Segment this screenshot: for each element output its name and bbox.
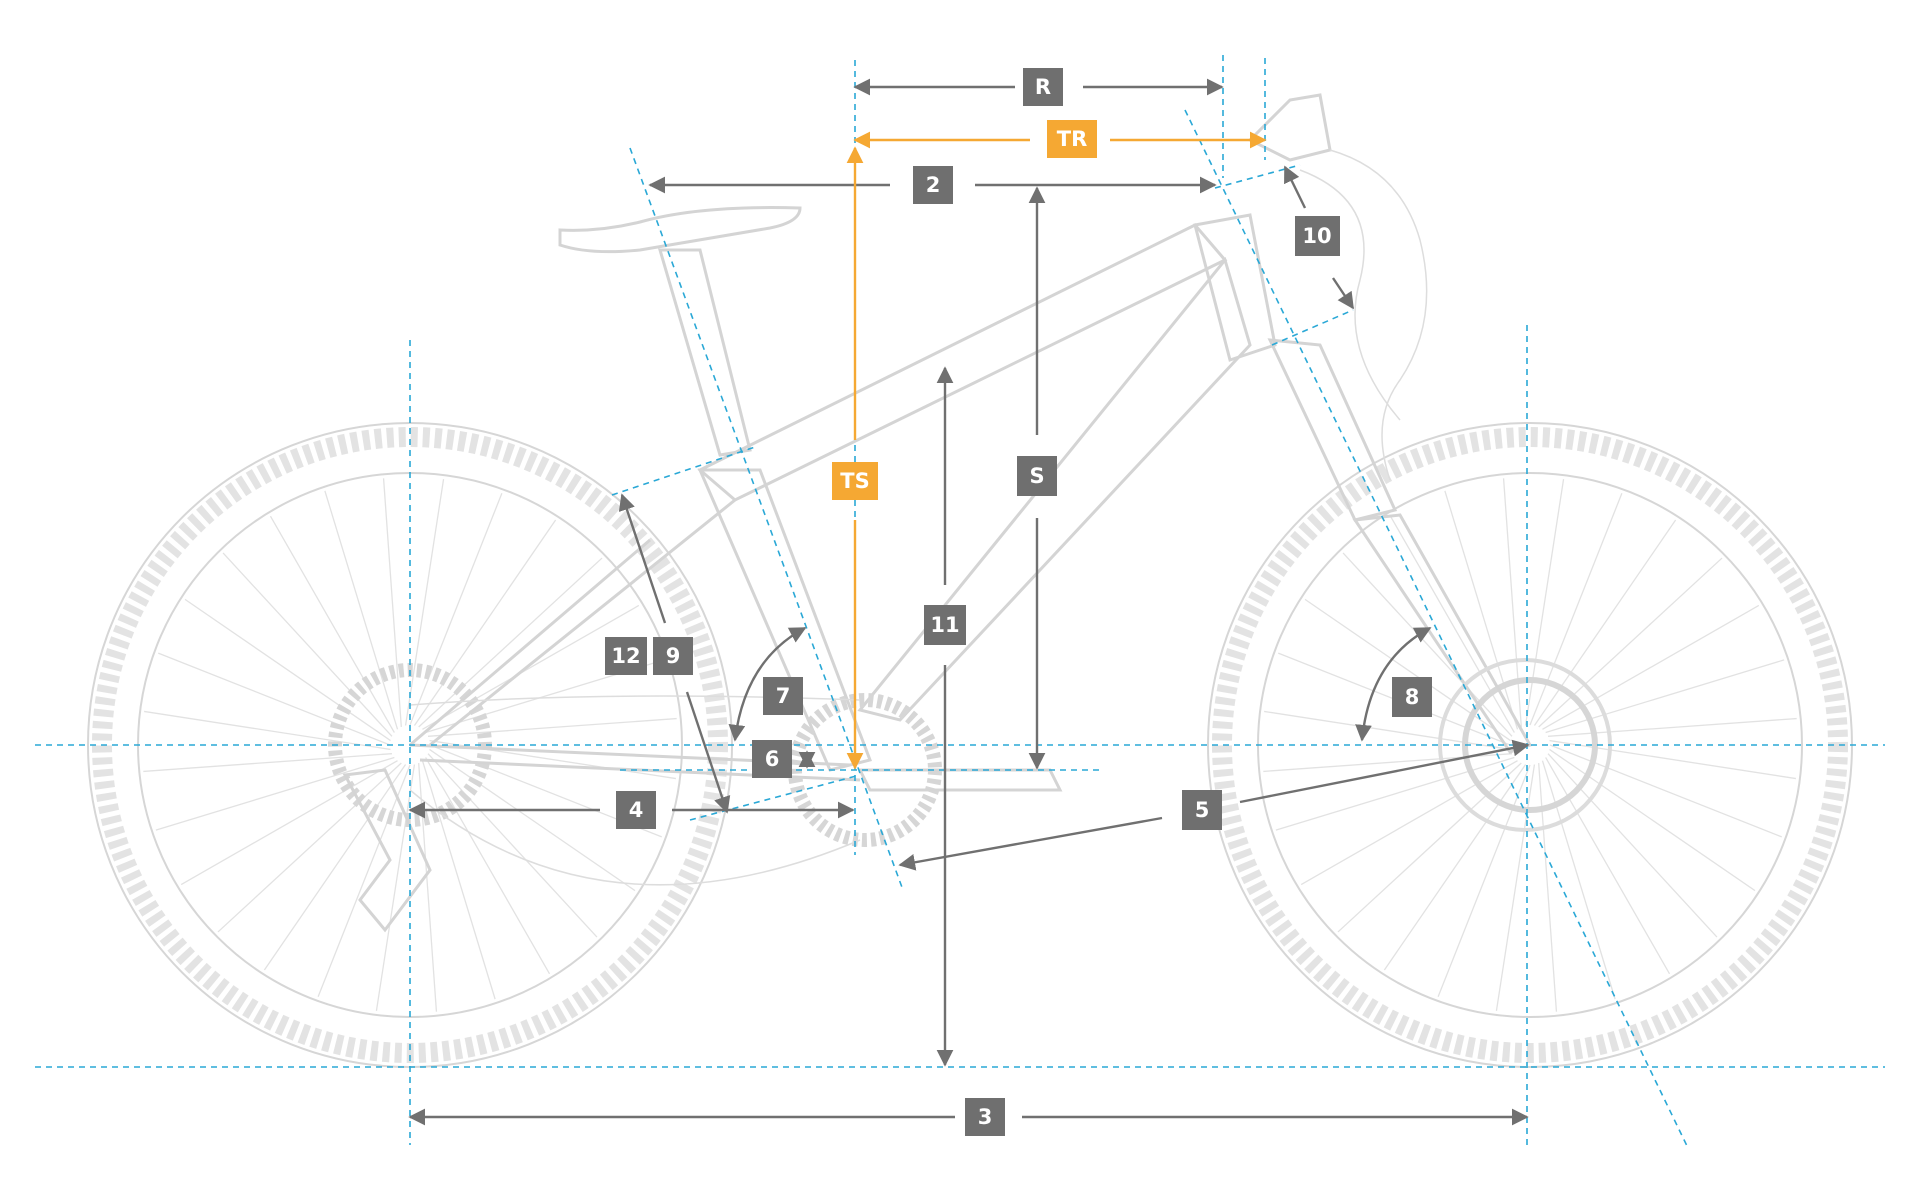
chainstay-line <box>689 774 861 821</box>
labels: R TR 2 10 TS S 11 12 <box>605 68 1432 1136</box>
label-7: 7 <box>763 677 803 715</box>
wheel-spoke <box>418 762 438 1012</box>
wheel-spoke <box>409 493 503 726</box>
label-6-text: 6 <box>765 747 780 771</box>
wheel-spoke <box>1547 753 1718 938</box>
wheel-spoke <box>222 552 393 737</box>
label-9: 9 <box>653 637 693 675</box>
wheel-spoke <box>1495 764 1536 1011</box>
fork-offset-arrow-left <box>898 816 1163 871</box>
label-TR: TR <box>1047 120 1097 158</box>
label-12: 12 <box>605 637 647 675</box>
head-tube-axis <box>1184 109 1689 1149</box>
wheel-spoke <box>269 515 395 733</box>
seat-height-line <box>611 446 756 496</box>
label-S-text: S <box>1029 464 1044 488</box>
label-3: 3 <box>965 1098 1005 1136</box>
seat-height-arrow <box>618 493 667 624</box>
wheel-spoke <box>422 604 640 730</box>
label-10: 10 <box>1295 216 1340 256</box>
wheel-spoke <box>1547 717 1797 737</box>
label-2: 2 <box>913 166 953 204</box>
label-10-text: 10 <box>1302 224 1331 248</box>
head-tube-arrow-down <box>1332 277 1354 310</box>
label-5-text: 5 <box>1195 798 1210 822</box>
wheel-spoke <box>1545 757 1671 975</box>
wheel-spoke <box>1549 744 1782 838</box>
label-5: 5 <box>1182 790 1222 830</box>
wheel-spoke <box>1533 519 1677 726</box>
wheel-spoke <box>1549 739 1796 780</box>
wheel-spoke <box>180 760 398 886</box>
label-2-text: 2 <box>926 173 941 197</box>
wheel-spoke <box>425 757 551 975</box>
wheel-spoke <box>263 764 407 971</box>
wheel-spoke <box>404 479 445 726</box>
wheel-spoke <box>418 557 603 728</box>
seat-tube-length-arrow <box>685 691 731 814</box>
wheel-spoke <box>382 478 402 728</box>
fork-offset-arrow-right <box>1239 739 1530 804</box>
label-11-text: 11 <box>930 613 959 637</box>
wheel-spoke <box>155 756 395 831</box>
wheel-spoke <box>324 490 399 730</box>
label-3-text: 3 <box>978 1105 993 1129</box>
seat-tube-axis <box>629 147 904 891</box>
highlight-arrows <box>846 131 1267 770</box>
wheel-spoke <box>1529 493 1623 726</box>
label-TS-text: TS <box>840 469 869 493</box>
label-TR-text: TR <box>1057 127 1088 151</box>
wheel-spoke <box>413 519 557 726</box>
label-4: 4 <box>616 791 656 829</box>
label-R-text: R <box>1035 75 1051 99</box>
seat-angle-arrow <box>728 626 807 742</box>
wheel-spoke <box>1538 762 1558 1012</box>
dimension-arrows <box>408 78 1530 1126</box>
guide-lines <box>35 55 1885 1149</box>
wheel-spoke <box>1437 764 1531 997</box>
bike-frame <box>342 93 1612 933</box>
wheel-spoke <box>1300 760 1518 886</box>
label-9-text: 9 <box>666 644 681 668</box>
head-angle-arrow <box>1355 626 1432 742</box>
label-6: 6 <box>752 740 792 778</box>
wheel-spoke <box>143 753 393 773</box>
label-11: 11 <box>924 605 966 645</box>
wheel-spoke <box>1337 762 1522 933</box>
label-TS: TS <box>832 462 878 500</box>
label-8: 8 <box>1392 677 1432 717</box>
head-tube-bottom-line <box>1271 309 1354 346</box>
wheel-spoke <box>1524 479 1565 726</box>
wheel-spoke <box>1383 764 1527 971</box>
wheel-spoke <box>217 762 402 933</box>
wheel-spoke <box>317 764 411 997</box>
wheel-spoke <box>1444 490 1519 730</box>
wheel-spoke <box>1538 557 1723 728</box>
wheel-spoke <box>158 652 391 746</box>
label-7-text: 7 <box>776 684 791 708</box>
label-S: S <box>1017 456 1057 496</box>
head-tube-top-line <box>1214 164 1301 189</box>
wheel-spoke <box>421 760 496 1000</box>
wheel-spoke <box>144 710 391 751</box>
label-R: R <box>1023 68 1063 106</box>
wheel-spoke <box>1545 659 1785 734</box>
wheel-spoke <box>375 764 416 1011</box>
head-tube-arrow-up <box>1283 165 1307 209</box>
wheel-spoke <box>429 748 636 892</box>
label-8-text: 8 <box>1405 685 1420 709</box>
wheel-spoke <box>1275 756 1515 831</box>
label-4-text: 4 <box>629 798 644 822</box>
wheel-spoke <box>427 753 598 938</box>
wheel-spoke <box>184 598 391 742</box>
wheel-spoke <box>1549 748 1756 892</box>
wheel-spoke <box>1389 515 1515 733</box>
wheel-spoke <box>427 717 677 737</box>
wheel-spoke <box>1542 604 1760 730</box>
wheel-spoke <box>1541 760 1616 1000</box>
wheel-spoke <box>1502 478 1522 728</box>
bike-illustration <box>87 93 1853 1068</box>
label-12-text: 12 <box>611 644 640 668</box>
